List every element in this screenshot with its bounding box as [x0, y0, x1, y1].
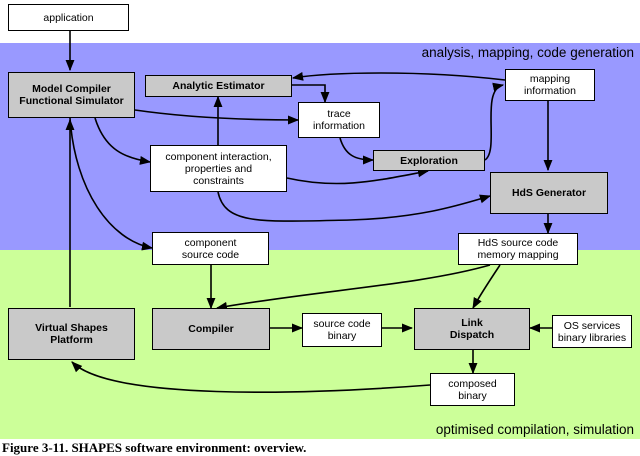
node-source-code-binary: source code binary	[302, 313, 382, 347]
node-analytic-estimator: Analytic Estimator	[145, 75, 292, 97]
node-component-interaction-label: component interaction, properties and co…	[165, 150, 272, 187]
node-trace-information: trace information	[298, 102, 380, 138]
arrow-hds-source-to-compiler	[215, 264, 491, 311]
node-os-services: OS services binary libraries	[552, 315, 632, 348]
region-analysis-label: analysis, mapping, code generation	[421, 45, 634, 60]
node-component-interaction: component interaction, properties and co…	[150, 145, 287, 192]
node-exploration: Exploration	[373, 150, 485, 171]
node-compiler: Compiler	[152, 308, 270, 350]
node-link-dispatch: Link Dispatch	[414, 308, 530, 350]
node-application-label: application	[43, 11, 94, 24]
node-virtual-shapes-platform: Virtual Shapes Platform	[8, 308, 135, 360]
node-composed-binary-label: composed binary	[448, 377, 497, 402]
arrow-hds-source-to-link	[472, 264, 501, 309]
node-virtual-shapes-platform-label: Virtual Shapes Platform	[35, 322, 108, 346]
node-application: application	[8, 4, 129, 31]
arrow-estimator-to-trace	[290, 84, 330, 104]
node-mapping-information-label: mapping information	[524, 73, 576, 97]
node-compiler-label: Compiler	[188, 323, 234, 335]
arrow-model-to-trace	[134, 109, 300, 125]
node-hds-source-code: HdS source code memory mapping	[458, 233, 578, 265]
node-hds-generator: HdS Generator	[490, 172, 608, 214]
node-mapping-information: mapping information	[505, 69, 595, 101]
arrow-trace-to-exploration	[339, 137, 375, 165]
node-trace-information-label: trace information	[313, 108, 365, 132]
arrow-mapping-to-estimator	[291, 71, 506, 81]
node-exploration-label: Exploration	[400, 154, 458, 167]
node-model-compiler: Model Compiler Functional Simulator	[8, 72, 135, 118]
figure-caption: Figure 3-11. SHAPES software environment…	[2, 440, 307, 455]
node-analytic-estimator-label: Analytic Estimator	[172, 80, 265, 92]
node-hds-source-code-label: HdS source code memory mapping	[477, 237, 559, 261]
node-component-source-code-label: component source code	[181, 236, 240, 261]
node-composed-binary: composed binary	[430, 373, 515, 406]
arrow-model-to-source	[69, 117, 154, 251]
region-compilation-label: optimised compilation, simulation	[435, 422, 634, 437]
node-link-dispatch-label: Link Dispatch	[449, 317, 495, 341]
node-hds-generator-label: HdS Generator	[511, 187, 587, 199]
node-os-services-label: OS services binary libraries	[557, 319, 627, 344]
node-component-source-code: component source code	[152, 232, 269, 265]
arrow-model-to-interaction	[94, 117, 152, 165]
arrow-interaction-to-exploration	[286, 168, 430, 185]
arrow-interaction-to-hds-generator	[217, 191, 492, 222]
arrow-exploration-to-mapping	[484, 82, 505, 161]
node-source-code-binary-label: source code binary	[313, 318, 371, 342]
node-model-compiler-label: Model Compiler Functional Simulator	[19, 83, 124, 107]
arrow-composed-to-virtual	[71, 361, 431, 393]
